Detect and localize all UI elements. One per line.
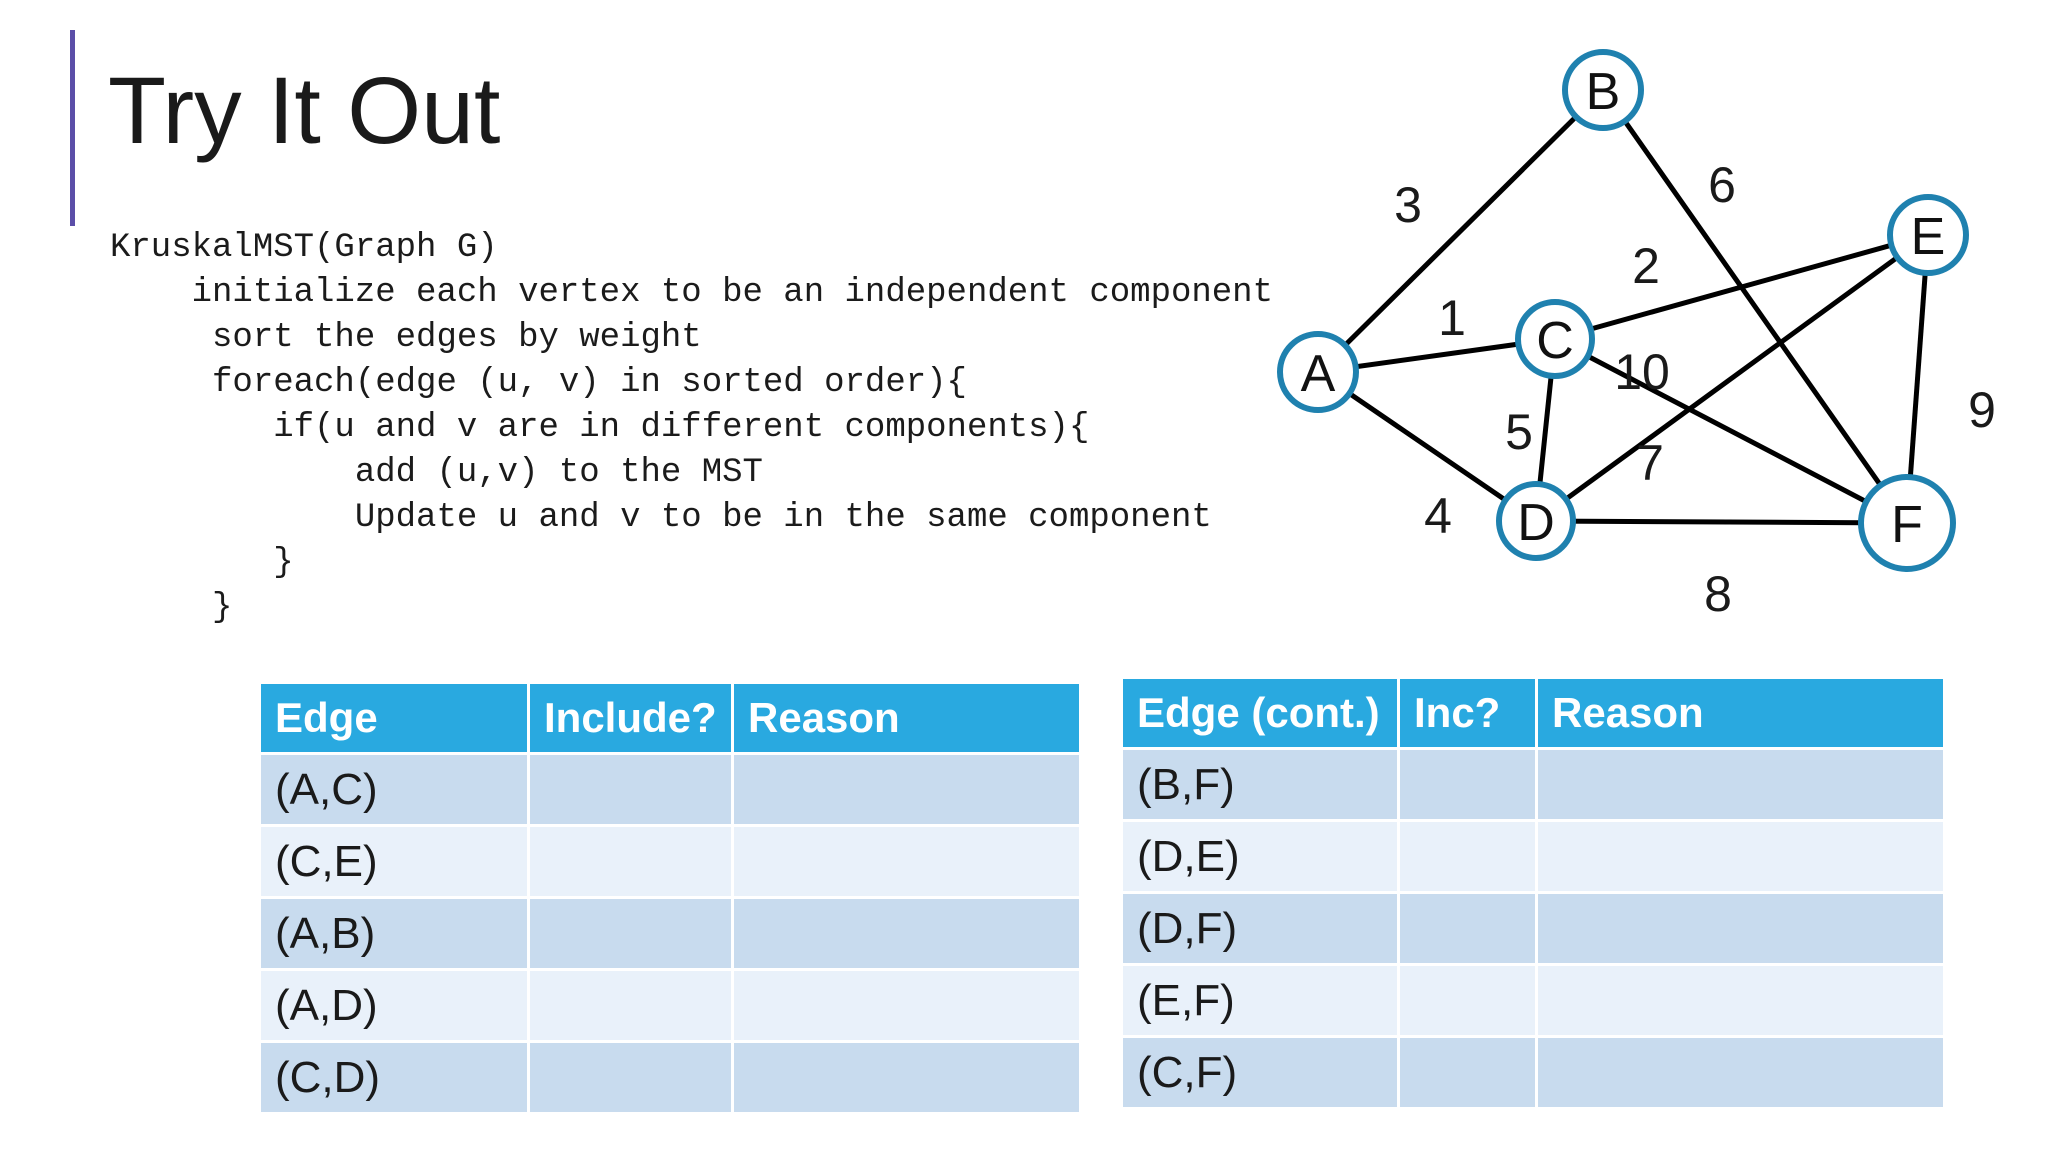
edge-weight-label-2: 2 [1632,238,1660,294]
table-row: (D,F) [1123,894,1943,963]
column-header: Include? [530,684,731,752]
empty-cell [734,755,1079,824]
table-row: (E,F) [1123,966,1943,1035]
table-row: (A,B) [261,899,1079,968]
edge-cell: (C,F) [1123,1038,1397,1107]
edge-weight-label-7: 7 [1636,435,1664,491]
edge-cell: (E,F) [1123,966,1397,1035]
empty-cell [1538,894,1943,963]
empty-cell [734,971,1079,1040]
empty-cell [530,827,731,896]
empty-cell [530,899,731,968]
empty-cell [1400,966,1535,1035]
node-label-E: E [1911,208,1946,266]
empty-cell [1538,1038,1943,1107]
node-label-D: D [1517,494,1555,552]
edge-cell: (B,F) [1123,750,1397,819]
column-header: Reason [734,684,1079,752]
graph-node-C [1515,299,1595,379]
empty-cell [530,971,731,1040]
edge-weight-label-6: 6 [1708,157,1736,213]
edge-weight-label-8: 8 [1704,566,1732,622]
graph-node-E [1887,194,1969,276]
empty-cell [1538,822,1943,891]
graph-node-F [1858,474,1956,572]
graph-node-A [1277,331,1359,413]
empty-cell [530,1043,731,1112]
graph-node-B [1562,49,1644,131]
edge-cell: (A,C) [261,755,527,824]
empty-cell [1400,822,1535,891]
graph-node-D [1496,481,1576,561]
title-accent-bar [70,30,75,226]
node-label-F: F [1891,496,1923,554]
empty-cell [734,827,1079,896]
column-header: Inc? [1400,679,1535,747]
table-row: (C,F) [1123,1038,1943,1107]
edge-weight-label-5: 5 [1505,404,1533,460]
node-label-A: A [1301,345,1336,403]
table-row: (B,F) [1123,750,1943,819]
edge-D-F [1535,518,1908,526]
edge-cell: (C,D) [261,1043,527,1112]
edge-weight-label-4: 4 [1424,488,1452,544]
edge-weight-label-9: 9 [1968,382,1996,438]
node-label-C: C [1536,312,1574,370]
empty-cell [734,1043,1079,1112]
table-row: (A,C) [261,755,1079,824]
edge-weight-label-10: 10 [1614,344,1670,400]
edge-table-right: Edge (cont.)Inc?Reason (B,F)(D,E)(D,F)(E… [1120,676,1946,1110]
pseudocode-block: KruskalMST(Graph G) initialize each vert… [110,229,1273,627]
empty-cell [1400,894,1535,963]
edge-weight-label-1: 1 [1438,290,1466,346]
slide-title: Try It Out [108,58,501,164]
edge-C-F [1553,336,1909,526]
edge-cell: (C,E) [261,827,527,896]
edge-cell: (D,E) [1123,822,1397,891]
edge-A-D [1316,369,1538,524]
edge-B-F [1600,88,1910,525]
column-header: Edge [261,684,527,752]
edge-cell: (A,B) [261,899,527,968]
empty-cell [734,899,1079,968]
edge-A-B [1316,88,1605,374]
node-label-B: B [1586,63,1621,121]
empty-cell [1400,1038,1535,1107]
empty-cell [1400,750,1535,819]
table-row: (D,E) [1123,822,1943,891]
empty-cell [1538,750,1943,819]
edge-D-E [1534,232,1930,524]
table-row: (A,D) [261,971,1079,1040]
table-row: (C,D) [261,1043,1079,1112]
column-header: Edge (cont.) [1123,679,1397,747]
table-row: (C,E) [261,827,1079,896]
edge-cell: (A,D) [261,971,527,1040]
header-row: Edge (cont.)Inc?Reason [1123,679,1943,747]
edge-weight-label-3: 3 [1394,177,1422,233]
empty-cell [530,755,731,824]
edge-cell: (D,F) [1123,894,1397,963]
column-header: Reason [1538,679,1943,747]
empty-cell [1538,966,1943,1035]
